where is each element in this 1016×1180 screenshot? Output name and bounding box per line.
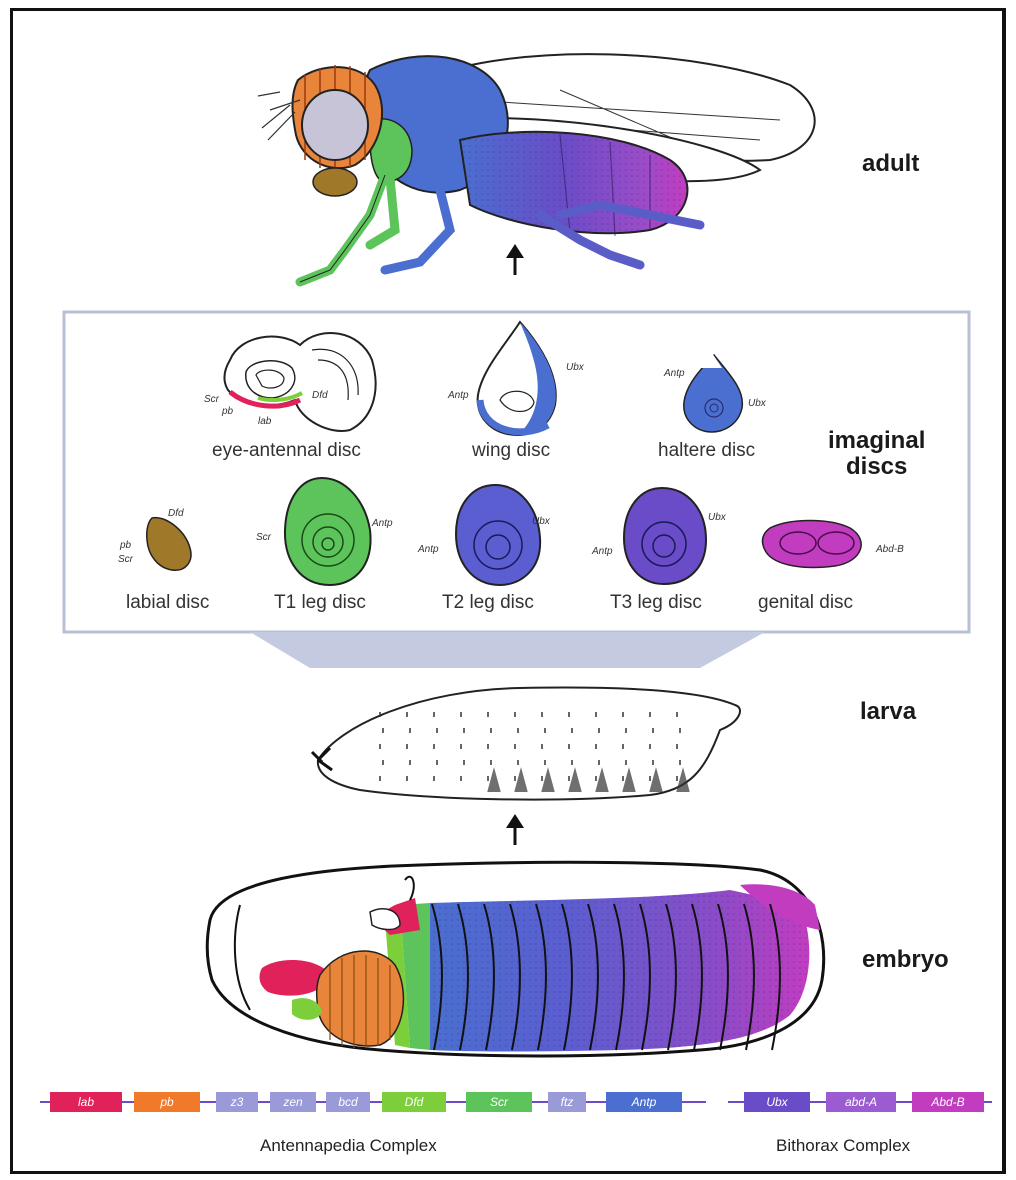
svg-text:lab: lab [258, 416, 272, 427]
label-genital-disc: genital disc [758, 592, 853, 614]
bithorax-complex-label: Bithorax Complex [776, 1136, 910, 1156]
stage-label-imaginal-discs: imaginal discs [828, 428, 925, 480]
bithorax-gene-abd-b: Abd-B [912, 1092, 984, 1112]
label-t3-leg-disc: T3 leg disc [610, 592, 702, 614]
antennapedia-gene-ftz: ftz [548, 1092, 586, 1112]
adult-fly [258, 54, 815, 282]
bithorax-gene-ubx: Ubx [744, 1092, 810, 1112]
svg-text:Antp: Antp [447, 390, 469, 401]
svg-text:Dfd: Dfd [312, 390, 328, 401]
svg-text:pb: pb [119, 540, 132, 551]
svg-text:Antp: Antp [371, 518, 393, 529]
svg-text:Scr: Scr [118, 554, 134, 565]
svg-text:Antp: Antp [591, 546, 613, 557]
svg-text:Antp: Antp [663, 368, 685, 379]
arrow-larva [506, 814, 524, 845]
label-haltere-disc: haltere disc [658, 440, 755, 462]
stage-label-adult: adult [862, 150, 919, 178]
svg-text:Ubx: Ubx [566, 362, 585, 373]
stage-label-larva: larva [860, 698, 916, 726]
antennapedia-gene-pb: pb [134, 1092, 200, 1112]
svg-text:Scr: Scr [204, 394, 220, 405]
bithorax-gene-abd-a: abd-A [826, 1092, 896, 1112]
label-t2-leg-disc: T2 leg disc [442, 592, 534, 614]
antennapedia-gene-dfd: Dfd [382, 1092, 446, 1112]
svg-text:Ubx: Ubx [532, 516, 551, 527]
antennapedia-gene-z3: z3 [216, 1092, 258, 1112]
svg-text:Antp: Antp [417, 544, 439, 555]
label-labial-disc: labial disc [126, 592, 209, 614]
antennapedia-gene-zen: zen [270, 1092, 316, 1112]
panel-connector [250, 632, 765, 668]
arrow-adult [506, 244, 524, 275]
svg-text:Scr: Scr [256, 532, 272, 543]
stage-label-embryo: embryo [862, 946, 949, 974]
svg-text:Ubx: Ubx [708, 512, 727, 523]
label-t1-leg-disc: T1 leg disc [274, 592, 366, 614]
larva [312, 688, 740, 800]
antennapedia-complex-label: Antennapedia Complex [260, 1136, 437, 1156]
svg-text:Dfd: Dfd [168, 508, 184, 519]
antennapedia-gene-antp: Antp [606, 1092, 682, 1112]
label-eye-antennal-disc: eye-antennal disc [212, 440, 361, 462]
svg-text:Ubx: Ubx [748, 398, 767, 409]
svg-text:Abd-B: Abd-B [875, 544, 904, 555]
antennapedia-gene-scr: Scr [466, 1092, 532, 1112]
svg-text:pb: pb [221, 406, 234, 417]
antennapedia-gene-bcd: bcd [326, 1092, 370, 1112]
antennapedia-gene-lab: lab [50, 1092, 122, 1112]
fly-proboscis [313, 168, 357, 196]
fly-eye [302, 90, 368, 160]
label-wing-disc: wing disc [472, 440, 550, 462]
